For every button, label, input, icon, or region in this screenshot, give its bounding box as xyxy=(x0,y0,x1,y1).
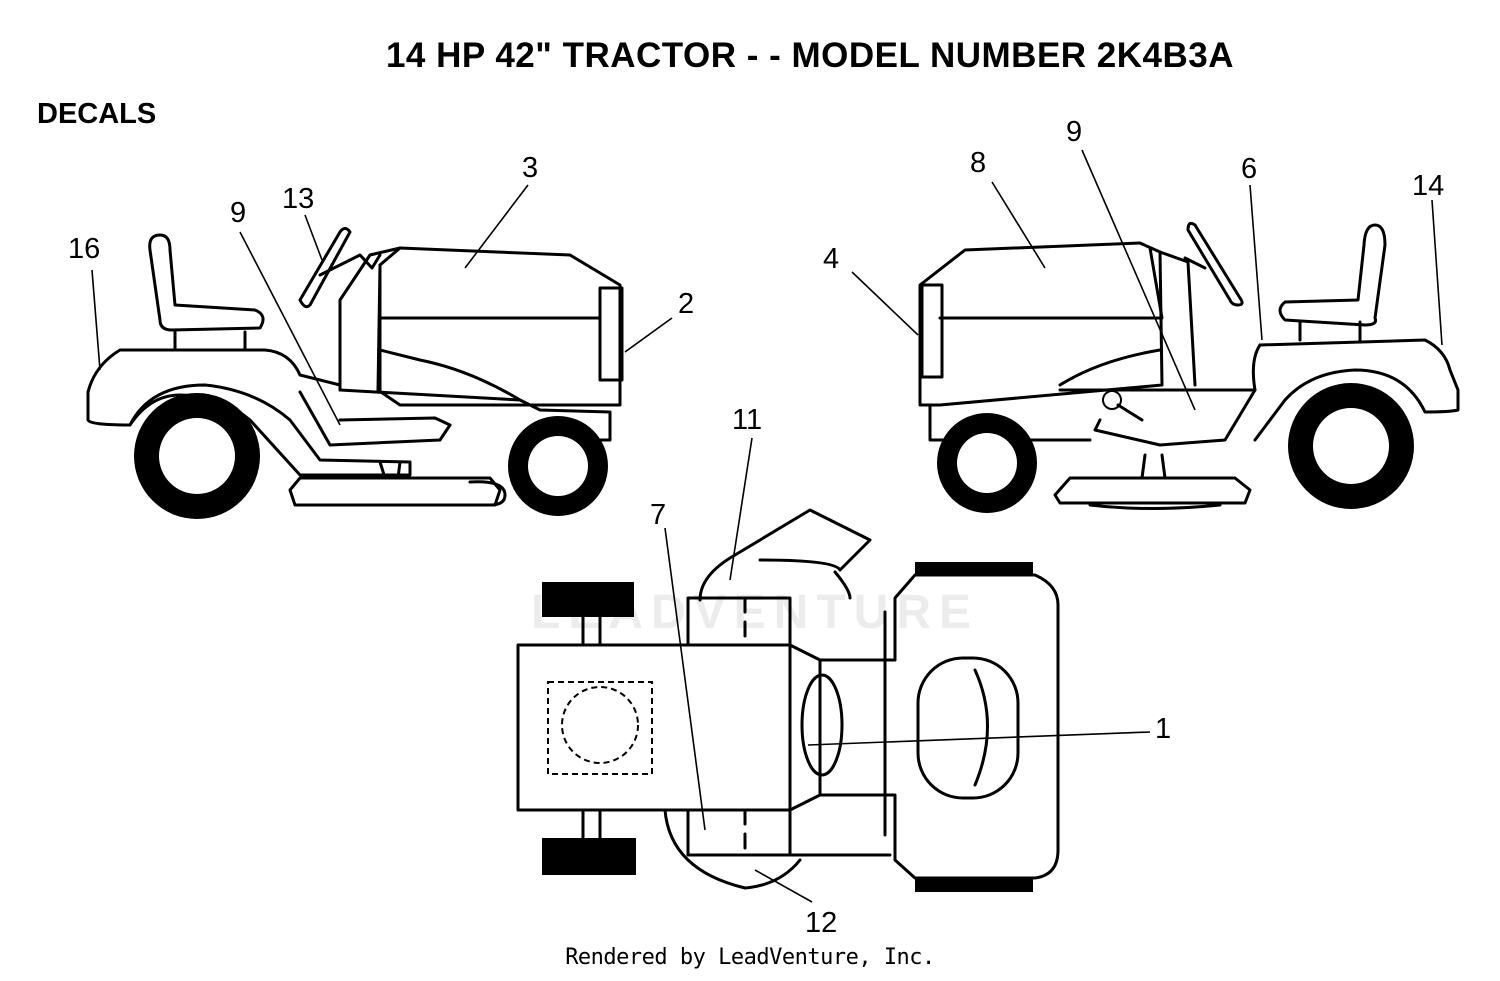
grille-decal-right xyxy=(920,283,944,379)
mower-deck-right xyxy=(1053,476,1252,505)
callout-3: 3 xyxy=(522,152,538,184)
callout-1: 1 xyxy=(1155,713,1171,745)
fender-left xyxy=(86,383,412,477)
hood-left xyxy=(376,246,622,407)
footer-credit: Rendered by LeadVenture, Inc. xyxy=(565,945,935,970)
mower-deck-left xyxy=(288,476,502,507)
callout-8: 8 xyxy=(970,147,986,179)
callout-2: 2 xyxy=(678,288,694,320)
grille-decal-left xyxy=(598,286,624,382)
callout-12: 12 xyxy=(805,907,837,939)
fender-right xyxy=(1253,338,1460,442)
callout-9-right: 9 xyxy=(1066,116,1082,148)
callout-9-left: 9 xyxy=(230,197,246,229)
hood-right xyxy=(918,241,1164,407)
section-label: DECALS xyxy=(37,98,157,130)
callout-13: 13 xyxy=(282,183,314,215)
callout-14: 14 xyxy=(1412,170,1444,202)
hood-top xyxy=(818,573,1060,880)
callout-16: 16 xyxy=(68,233,100,265)
page-title: 14 HP 42" TRACTOR - - MODEL NUMBER 2K4B3… xyxy=(385,36,1235,75)
callout-11: 11 xyxy=(732,404,762,436)
seat-left xyxy=(148,233,265,332)
steering-wheel-left xyxy=(298,227,352,309)
tractor-left-side-view xyxy=(86,227,624,519)
callout-6: 6 xyxy=(1241,153,1257,185)
seat-right xyxy=(1278,223,1387,327)
callout-7: 7 xyxy=(650,499,666,531)
tractor-top-view xyxy=(516,508,1060,892)
steering-wheel-right xyxy=(1186,221,1244,307)
tractor-right-side-view xyxy=(918,221,1460,513)
steering-top xyxy=(733,508,872,572)
rear-body-top xyxy=(516,643,792,812)
callout-4: 4 xyxy=(823,243,839,275)
